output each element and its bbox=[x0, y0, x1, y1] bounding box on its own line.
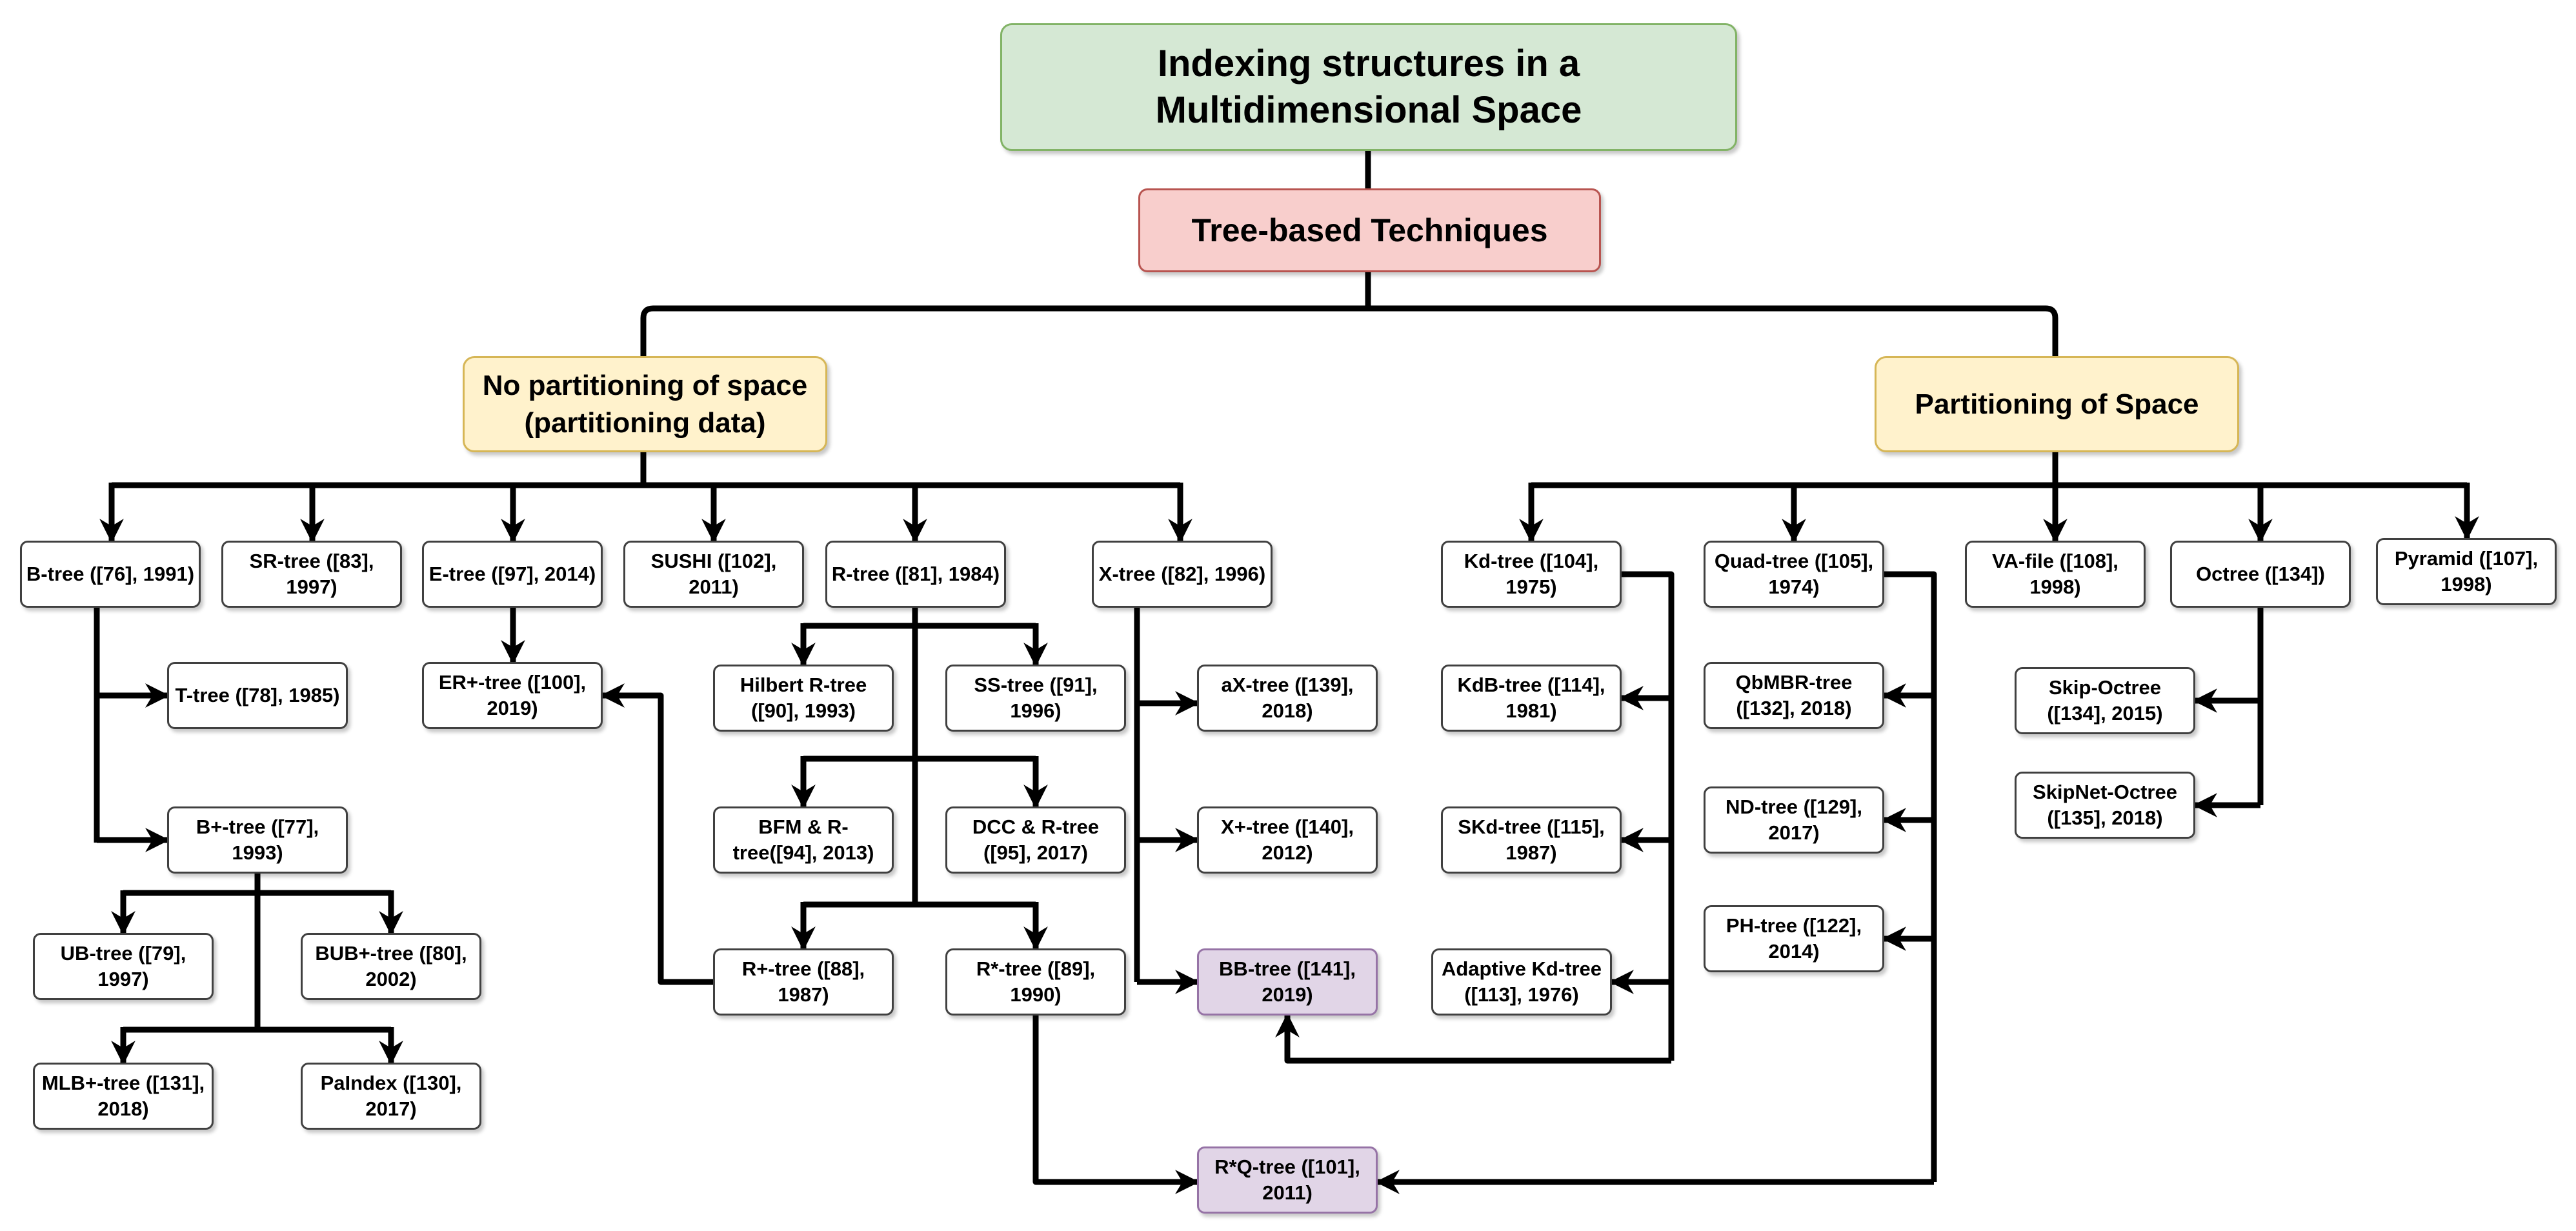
rplustree-node: R+-tree ([88], 1987) bbox=[713, 948, 894, 1016]
xplustree-node: X+-tree ([140], 2012) bbox=[1197, 806, 1378, 874]
ttree-node: T-tree ([78], 1985) bbox=[167, 662, 348, 729]
axtree-node: aX-tree ([139], 2018) bbox=[1197, 665, 1378, 732]
etree-node: E-tree ([97], 2014) bbox=[422, 541, 603, 608]
partitioning-category-node: Partitioning of Space bbox=[1875, 356, 2239, 452]
adaptive-kdtree-node: Adaptive Kd-tree ([113], 1976) bbox=[1431, 948, 1612, 1016]
edge-kd-bb bbox=[1275, 1013, 1671, 1064]
root-node: Indexing structures in a Multidimensiona… bbox=[1000, 23, 1737, 151]
mlbplustree-node: MLB+-tree ([131], 2018) bbox=[33, 1063, 214, 1130]
edge-technique-branch bbox=[640, 272, 2058, 356]
bbtree-node: BB-tree ([141], 2019) bbox=[1197, 948, 1378, 1016]
bplustree-node: B+-tree ([77], 1993) bbox=[167, 806, 348, 874]
edge-rstar-rstarq bbox=[1032, 1016, 1200, 1194]
phtree-node: PH-tree ([122], 2014) bbox=[1704, 905, 1884, 972]
tree-based-techniques-node: Tree-based Techniques bbox=[1138, 188, 1601, 272]
edge-p-bus bbox=[1531, 452, 2467, 488]
rstarq-tree-node: R*Q-tree ([101], 2011) bbox=[1197, 1146, 1378, 1214]
pyramid-node: Pyramid ([107], 1998) bbox=[2376, 538, 2557, 605]
edge-quad-spine bbox=[1884, 571, 1937, 1182]
ubtree-node: UB-tree ([79], 1997) bbox=[33, 933, 214, 1000]
rstartree-node: R*-tree ([89], 1990) bbox=[945, 948, 1126, 1016]
xtree-node: X-tree ([82], 1996) bbox=[1092, 541, 1273, 608]
hilbert-rtree-node: Hilbert R-tree ([90], 1993) bbox=[713, 665, 894, 732]
octree-node: Octree ([134]) bbox=[2170, 541, 2351, 608]
skip-octree-node: Skip-Octree ([134], 2015) bbox=[2015, 667, 2195, 734]
dcc-rtree-node: DCC & R-tree ([95], 2017) bbox=[945, 806, 1126, 874]
edge-np-bus bbox=[112, 452, 1180, 488]
paindex-node: PaIndex ([130], 2017) bbox=[301, 1063, 481, 1130]
btree-node: B-tree ([76], 1991) bbox=[20, 541, 201, 608]
kdtree-node: Kd-tree ([104], 1975) bbox=[1441, 541, 1622, 608]
qbmbr-tree-node: QbMBR-tree ([132], 2018) bbox=[1704, 662, 1884, 729]
edge-kd-spine bbox=[1622, 571, 1675, 1061]
kdbtree-node: KdB-tree ([114], 1981) bbox=[1441, 665, 1622, 732]
skipnet-octree-node: SkipNet-Octree ([135], 2018) bbox=[2015, 772, 2195, 839]
bfm-rtree-node: BFM & R-tree([94], 2013) bbox=[713, 806, 894, 874]
vafile-node: VA-file ([108], 1998) bbox=[1965, 541, 2146, 608]
srtree-node: SR-tree ([83], 1997) bbox=[221, 541, 402, 608]
ndtree-node: ND-tree ([129], 2017) bbox=[1704, 786, 1884, 854]
skdtree-node: SKd-tree ([115], 1987) bbox=[1441, 806, 1622, 874]
quadtree-node: Quad-tree ([105], 1974) bbox=[1704, 541, 1884, 608]
erplustree-node: ER+-tree ([100], 2019) bbox=[422, 662, 603, 729]
sushi-node: SUSHI ([102], 2011) bbox=[623, 541, 804, 608]
no-partitioning-category-node: No partitioning of space (partitioning d… bbox=[463, 356, 827, 452]
rtree-node: R-tree ([81], 1984) bbox=[825, 541, 1006, 608]
sstree-node: SS-tree ([91], 1996) bbox=[945, 665, 1126, 732]
edge-rplus-erplus bbox=[600, 683, 713, 985]
bubplustree-node: BUB+-tree ([80], 2002) bbox=[301, 933, 481, 1000]
